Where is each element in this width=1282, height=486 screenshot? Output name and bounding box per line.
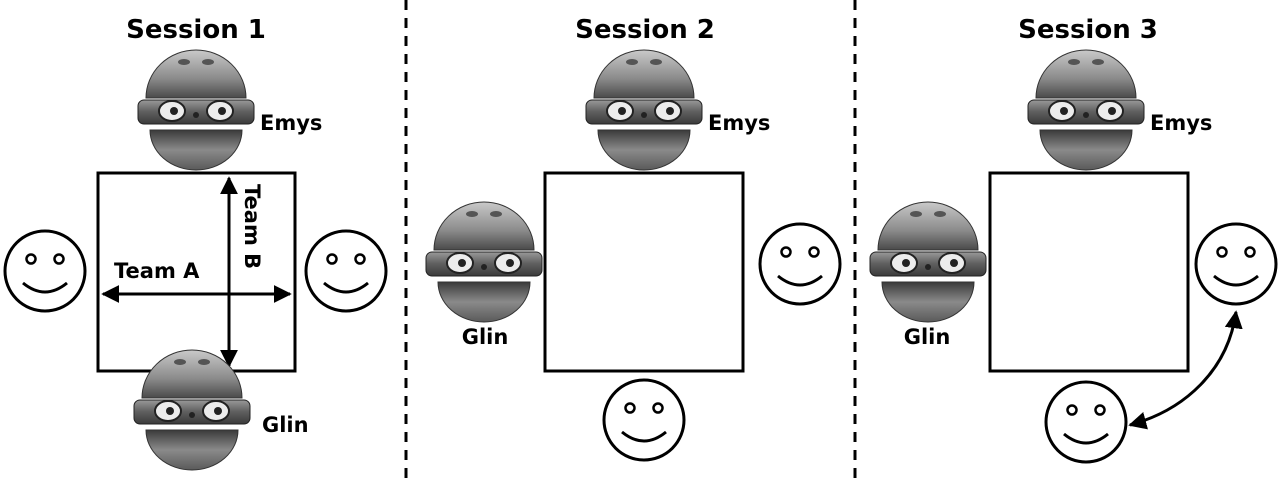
team-a-label: Team A bbox=[114, 259, 200, 283]
team-b-label: Team B bbox=[240, 184, 264, 269]
robot-name-label: Glin bbox=[904, 325, 951, 349]
session-2-panel: Session 2 Emys Glin bbox=[425, 15, 842, 462]
table bbox=[543, 171, 745, 373]
table bbox=[96, 171, 297, 373]
smiley-face-icon bbox=[304, 229, 388, 313]
robot-head-icon bbox=[585, 49, 703, 171]
robot-head-icon bbox=[137, 49, 255, 171]
robot-head-icon bbox=[425, 201, 543, 323]
session-title: Session 1 bbox=[126, 15, 266, 45]
smiley-face-icon bbox=[1044, 380, 1128, 464]
robot-head-icon bbox=[1027, 49, 1145, 171]
smiley-face-icon bbox=[3, 229, 87, 313]
robot-name-label: Emys bbox=[1150, 111, 1212, 135]
robot-name-label: Glin bbox=[462, 325, 509, 349]
table bbox=[988, 171, 1190, 373]
robot-head-icon bbox=[869, 201, 987, 323]
smiley-face-icon bbox=[602, 378, 686, 462]
session-title: Session 3 bbox=[1018, 15, 1158, 45]
interaction-arrow bbox=[1128, 310, 1243, 430]
session-1-panel: Session 1 Emys Team A Team B Glin bbox=[3, 15, 388, 471]
smiley-face-icon bbox=[758, 222, 842, 306]
smiley-face-icon bbox=[1194, 222, 1278, 306]
robot-name-label: Emys bbox=[260, 111, 322, 135]
robot-name-label: Emys bbox=[708, 111, 770, 135]
session-title: Session 2 bbox=[575, 15, 715, 45]
session-3-panel: Session 3 Emys Glin bbox=[869, 15, 1278, 464]
robot-name-label: Glin bbox=[262, 413, 309, 437]
